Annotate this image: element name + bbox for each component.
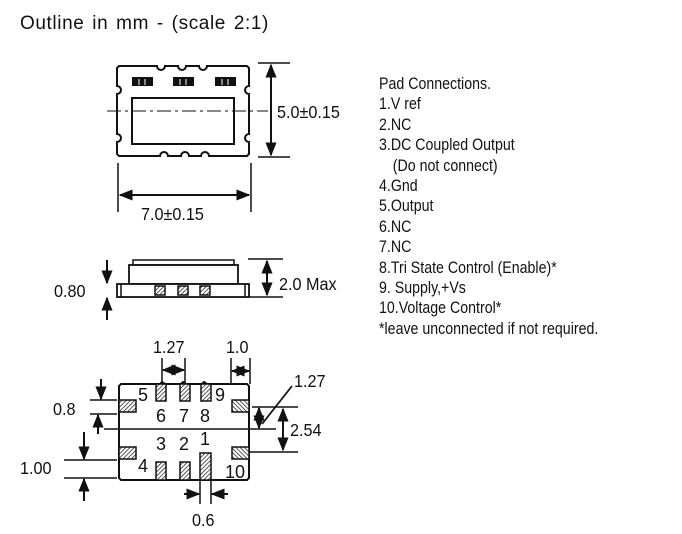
pad-connection-item: 5.Output (379, 197, 434, 216)
pad-left-bottom (118, 446, 137, 460)
pad-connection-footnote: *leave unconnected if not required. (379, 319, 599, 338)
pad-connection-note: (Do not connect) (392, 156, 498, 175)
pad-8 (200, 383, 212, 402)
pad-pitch-label: 1.27 (153, 337, 185, 357)
width-dimension-label: 7.0±0.15 (141, 204, 204, 224)
pad-connection-item: 4.Gnd (379, 176, 418, 195)
pad-connection-item: 2.NC (379, 115, 412, 134)
pad-connection-item: 1.V ref (379, 95, 421, 114)
top-pad (132, 77, 153, 86)
top-view: 5.0±0.15 7.0±0.15 (107, 62, 340, 224)
lid-body (128, 264, 239, 285)
pad-label-1: 1 (200, 429, 210, 449)
pad-right-bottom (231, 446, 250, 460)
outline-title: Outline in mm - (scale 2:1) (20, 13, 269, 34)
height-max-label: 2.0 Max (279, 274, 337, 294)
pad-1 (199, 452, 212, 481)
pad-7 (179, 383, 191, 402)
pad-3 (155, 461, 167, 481)
side-span-label: 2.54 (290, 420, 322, 440)
side-pitch-label: 1.27 (294, 371, 326, 391)
pad-left-top (118, 399, 137, 413)
height-dimension-label: 5.0±0.15 (277, 102, 340, 122)
edge-offset-label: 1.00 (20, 458, 52, 478)
side-pad (154, 285, 166, 296)
side-pitch-leader (261, 385, 293, 425)
side-pad (177, 285, 189, 296)
pad-connections-list: Pad Connections. 1.V ref 2.NC 3.DC Coupl… (379, 74, 598, 339)
footprint-view: 5 9 6 7 8 3 2 1 4 10 1.27 1.0 1.27 2.54 (20, 337, 326, 530)
top-pad (215, 77, 236, 86)
pad-narrow-label: 0.6 (192, 510, 215, 530)
pad-connection-item: 8.Tri State Control (Enable)* (379, 258, 557, 277)
pad-label-7: 7 (179, 406, 189, 426)
pad-label-10: 10 (225, 462, 245, 482)
pad-connection-item: 7.NC (379, 238, 412, 257)
pad-width-label: 1.0 (226, 337, 249, 357)
pad-label-5: 5 (138, 385, 148, 405)
pad-5 (155, 383, 167, 402)
pad-2 (179, 461, 191, 481)
side-pad (199, 285, 211, 296)
pad-connections-heading: Pad Connections. (379, 75, 492, 93)
pad-label-2: 2 (179, 434, 189, 454)
pad-label-3: 3 (156, 434, 166, 454)
side-pad-height-label: 0.8 (53, 399, 76, 419)
pad-label-6: 6 (156, 406, 166, 426)
pad-label-4: 4 (138, 456, 148, 476)
pad-right-top (231, 399, 250, 413)
top-pad (173, 77, 194, 86)
base-dimension-label: 0.80 (54, 281, 86, 301)
pad-connection-item: 6.NC (379, 217, 412, 236)
pad-label-9: 9 (215, 385, 225, 405)
pad-connection-item: 10.Voltage Control* (379, 299, 502, 318)
side-view: 0.80 2.0 Max (54, 258, 337, 320)
lid-window (131, 97, 235, 145)
pad-connection-item: 3.DC Coupled Output (379, 136, 515, 155)
pad-connection-item: 9. Supply,+Vs (379, 278, 466, 297)
pad-label-8: 8 (200, 406, 210, 426)
